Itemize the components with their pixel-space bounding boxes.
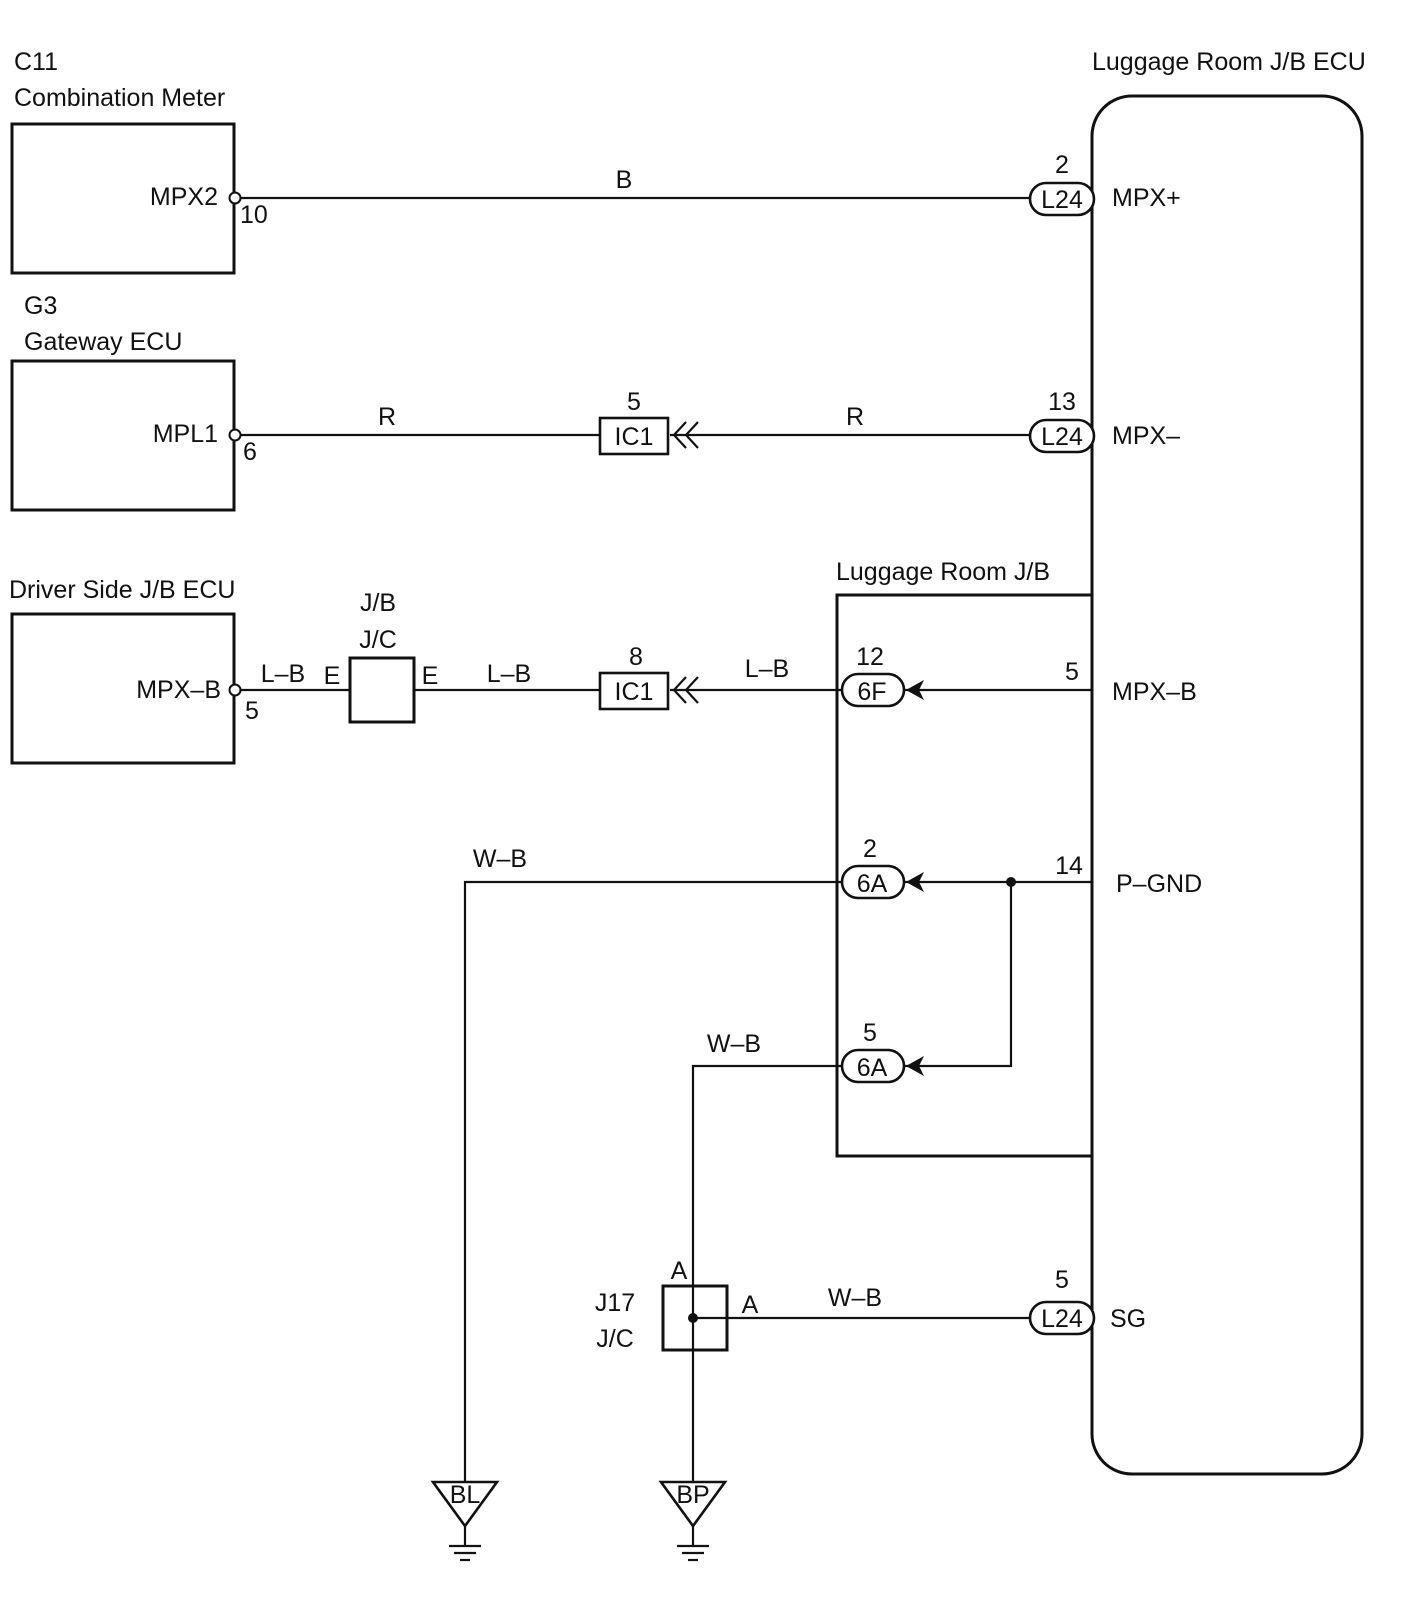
ecu-pin-mpx-minus-label: MPX– — [1112, 422, 1180, 450]
6f-pin-12: 12 — [856, 643, 884, 671]
ground-bl-code: BL — [450, 1481, 481, 1509]
6a-code-2: 6A — [857, 1054, 888, 1082]
wire-color-wb-2: W–B — [707, 1030, 761, 1058]
luggage-room-jb-ecu-box[interactable] — [1090, 94, 1364, 1476]
wire-color-wb-3: W–B — [828, 1284, 882, 1312]
connector-6a-2[interactable] — [840, 864, 906, 900]
wire-color-b: B — [616, 166, 633, 194]
connector-ic1-lb[interactable] — [598, 671, 670, 711]
ecu-pin-pgnd-number: 14 — [1055, 852, 1083, 880]
mpx2-pin-number: 10 — [240, 201, 268, 229]
6f-code: 6F — [857, 678, 886, 706]
ground-bl — [430, 1480, 500, 1562]
mpl1-pin-number: 6 — [243, 438, 257, 466]
terminal-arrow-6a-5 — [906, 1056, 924, 1076]
ic1-code-1: IC1 — [615, 423, 654, 451]
mpx-b-terminal — [228, 683, 242, 697]
mpl1-pin-name: MPL1 — [153, 420, 218, 448]
driver-side-jb-ecu-name: Driver Side J/B ECU — [9, 576, 235, 604]
wire-color-r-2: R — [846, 403, 864, 431]
luggage-room-jb-name: Luggage Room J/B — [836, 558, 1050, 586]
ecu-pin-sg-label: SG — [1110, 1305, 1146, 1333]
driver-mpx-b-pin-number: 5 — [245, 697, 259, 725]
jb-jc-terminal-right: E — [422, 662, 439, 690]
j17-line2: J/C — [596, 1325, 634, 1353]
ecu-pin-pgnd-label: P–GND — [1116, 870, 1202, 898]
wire-color-r-1: R — [378, 403, 396, 431]
mpx2-pin-name: MPX2 — [150, 183, 218, 211]
terminal-arrow-6a-2 — [906, 872, 924, 892]
chevron-ic1-r-icon — [672, 421, 699, 449]
ground-bp-code: BP — [676, 1481, 709, 1509]
wire-wb-1 — [463, 880, 842, 1482]
j17-line1: J17 — [595, 1289, 635, 1317]
connector-ic1-r[interactable] — [598, 416, 670, 456]
wire-color-lb-3: L–B — [745, 655, 789, 683]
wire-pgnd-branch — [897, 882, 1013, 1068]
6a-pin-5: 5 — [863, 1019, 877, 1047]
ecu-pin-mpx-b-label: MPX–B — [1112, 678, 1197, 706]
l24-code-1: L24 — [1041, 186, 1083, 214]
driver-mpx-b-pin-name: MPX–B — [136, 676, 221, 704]
connector-6f[interactable] — [840, 672, 906, 708]
j17-splice-point — [688, 1313, 698, 1323]
jb-jc-line1: J/B — [360, 589, 396, 617]
j17-terminal-top: A — [671, 1257, 688, 1285]
ecu-pin-mpx-b-number: 5 — [1065, 658, 1079, 686]
jb-jc-line2: J/C — [359, 626, 397, 654]
connector-l24-mpx-plus[interactable] — [1028, 181, 1096, 217]
ecu-pin-mpx-minus-number: 13 — [1048, 388, 1076, 416]
c11-name: Combination Meter — [14, 84, 225, 112]
wire-color-lb-1: L–B — [261, 660, 305, 688]
ic1-code-2: IC1 — [615, 678, 654, 706]
6a-pin-2: 2 — [863, 835, 877, 863]
ecu-name: Luggage Room J/B ECU — [1092, 48, 1366, 76]
wire-color-lb-2: L–B — [487, 660, 531, 688]
jb-jc-box[interactable] — [348, 656, 416, 724]
connector-6a-5[interactable] — [840, 1048, 906, 1084]
mpx2-terminal — [228, 191, 242, 205]
mpl1-terminal — [228, 428, 242, 442]
ecu-pin-mpx-plus-number: 2 — [1055, 151, 1069, 179]
wire-color-wb-1: W–B — [473, 845, 527, 873]
ground-bp — [658, 1480, 728, 1562]
terminal-arrow-6f — [906, 680, 924, 700]
l24-code-3: L24 — [1041, 1305, 1083, 1333]
l24-code-2: L24 — [1041, 423, 1083, 451]
ic1-pin-5: 5 — [627, 388, 641, 416]
ecu-pin-sg-number: 5 — [1055, 1266, 1069, 1294]
ecu-pin-mpx-plus-label: MPX+ — [1112, 184, 1181, 212]
c11-code: C11 — [14, 48, 58, 76]
g3-name: Gateway ECU — [24, 328, 182, 356]
g3-code: G3 — [24, 292, 57, 320]
splice-point — [1006, 877, 1016, 887]
chevron-ic1-lb-icon — [672, 676, 699, 704]
6a-code-1: 6A — [857, 870, 888, 898]
luggage-room-jb-box[interactable] — [835, 593, 1092, 1158]
jb-jc-terminal-left: E — [324, 662, 341, 690]
connector-l24-sg[interactable] — [1028, 1300, 1096, 1336]
j17-terminal-right: A — [742, 1291, 759, 1319]
connector-l24-mpx-minus[interactable] — [1028, 418, 1096, 454]
wire-wb-2 — [691, 1064, 842, 1482]
ic1-pin-8: 8 — [629, 643, 643, 671]
